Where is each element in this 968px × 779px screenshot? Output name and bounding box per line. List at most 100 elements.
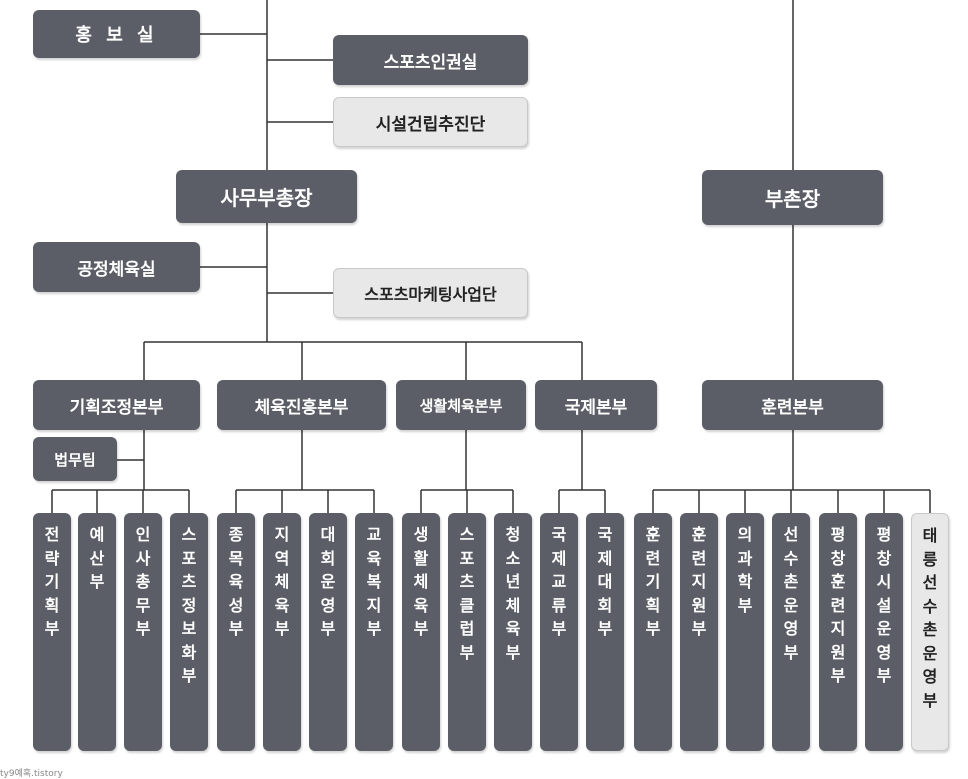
dept-char: 예	[89, 525, 105, 544]
dept-char: 부	[830, 666, 846, 685]
dept-char: 츠	[181, 572, 197, 591]
dept-char: 부	[876, 666, 892, 685]
dept-char: 총	[135, 572, 151, 591]
dept-char: 련	[830, 595, 846, 615]
dept-char: 운	[876, 619, 892, 638]
dept-char: 획	[44, 595, 60, 615]
dept-char: 선	[922, 573, 938, 592]
dept-char: 부	[44, 619, 60, 638]
dept-char: 제	[597, 548, 613, 568]
dept-char: 교	[366, 525, 382, 544]
dept-char: 츠	[459, 572, 475, 591]
dept-char: 국	[597, 525, 613, 544]
sports-marketing-box: 스포츠마케팅사업단	[333, 268, 528, 318]
dept-char: 의	[737, 525, 753, 544]
dept-char: 부	[597, 619, 613, 638]
dept-char: 부	[181, 666, 197, 685]
dept-char: 련	[691, 548, 707, 568]
watermark-text: ty9예혹.tistory	[0, 769, 63, 779]
dept-char: 촌	[922, 620, 938, 639]
life-sports-hq-box: 생활체육본부	[396, 380, 526, 430]
dept-char: 평	[830, 525, 846, 544]
dept-char: 스	[181, 525, 197, 544]
international-hq-box: 국제본부	[535, 380, 657, 430]
dept-char: 인	[135, 525, 151, 544]
dept-char: 원	[830, 642, 846, 662]
dept-char: 육	[274, 595, 290, 615]
dept-char: 포	[459, 548, 475, 568]
dept-char: 부	[89, 572, 105, 591]
dept-char: 수	[783, 548, 799, 568]
dept-char: 산	[89, 548, 105, 568]
dept-char: 운	[320, 572, 336, 591]
dept-char: 체	[413, 572, 429, 591]
dept-char: 창	[876, 548, 892, 568]
dept-char: 훈	[830, 572, 846, 591]
dept-char: 창	[830, 548, 846, 568]
dept-char: 운	[922, 643, 938, 663]
dept-char: 화	[181, 642, 197, 662]
dept-char: 청	[505, 525, 521, 544]
dept-char: 보	[181, 619, 197, 638]
dept-char: 부	[274, 619, 290, 638]
vice-village-box: 부촌장	[702, 170, 883, 225]
dept-char: 수	[922, 596, 938, 616]
dept-char: 략	[44, 548, 60, 568]
dept-char: 체	[505, 595, 521, 615]
dept-char: 대	[597, 572, 613, 591]
dept-char: 부	[922, 690, 938, 710]
hongbo-office-box: 홍 보 실	[33, 10, 200, 58]
dept-char: 훈	[691, 525, 707, 544]
dept-char: 체	[274, 572, 290, 591]
dept-char: 과	[737, 548, 753, 568]
dept-char: 부	[737, 595, 753, 615]
dept-char: 전	[44, 525, 60, 544]
dept-char: 회	[597, 595, 613, 615]
dept-char: 년	[505, 572, 521, 591]
dept-char: 영	[876, 642, 892, 662]
dept-char: 정	[181, 595, 197, 615]
dept-char: 럽	[459, 619, 475, 638]
dept-char: 원	[691, 595, 707, 615]
dept-char: 부	[691, 619, 707, 638]
dept-char: 지	[691, 572, 707, 591]
fair-sports-office-box: 공정체육실	[33, 242, 200, 292]
dept-char: 육	[228, 572, 244, 591]
dept-char: 기	[645, 572, 661, 591]
dept-char: 성	[228, 595, 244, 615]
dept-char: 포	[181, 548, 197, 568]
dept-char: 지	[274, 525, 290, 544]
dept-char: 스	[459, 525, 475, 544]
dept-char: 무	[135, 595, 151, 615]
dept-char: 종	[228, 525, 244, 544]
secretary-general-box: 사무부총장	[176, 170, 357, 223]
dept-char: 영	[320, 595, 336, 615]
dept-char: 지	[366, 595, 382, 615]
dept-char: 촌	[783, 572, 799, 591]
dept-char: 류	[551, 595, 567, 615]
dept-char: 대	[320, 525, 336, 544]
training-hq-box: 훈련본부	[702, 380, 883, 430]
dept-char: 회	[320, 548, 336, 568]
dept-char: 부	[366, 619, 382, 638]
dept-char: 학	[737, 572, 753, 591]
